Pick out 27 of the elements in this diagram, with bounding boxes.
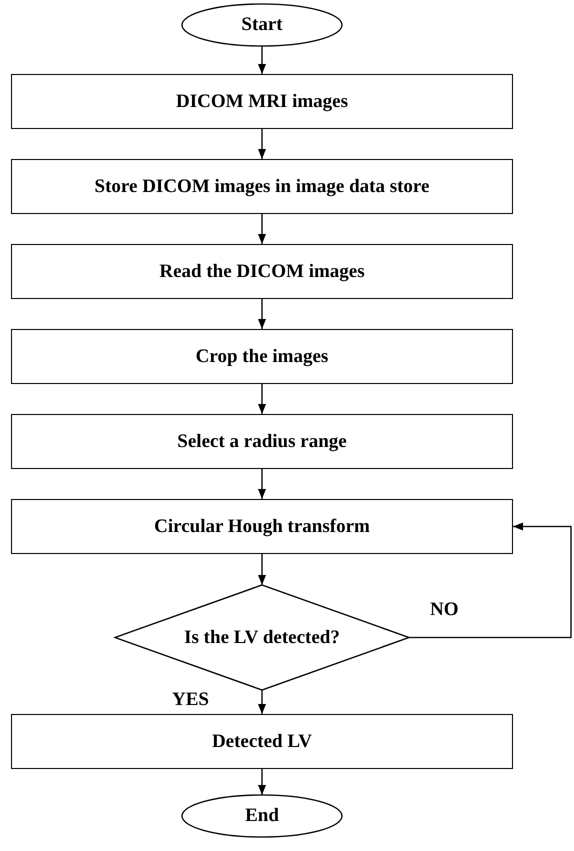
node-label: End xyxy=(245,804,279,828)
node-label: DICOM MRI images xyxy=(176,90,348,114)
arrow xyxy=(258,214,266,244)
node-label: Select a radius range xyxy=(177,430,347,454)
process-box xyxy=(11,244,513,299)
process-box xyxy=(11,714,513,769)
process-box xyxy=(11,499,513,554)
node-label: Crop the images xyxy=(196,344,328,368)
arrow xyxy=(258,46,266,74)
node-label: Read the DICOM images xyxy=(159,260,365,284)
node-label: Circular Hough transform xyxy=(154,514,370,538)
process-box xyxy=(11,414,513,469)
process-box xyxy=(11,74,513,129)
node-label: Is the LV detected? xyxy=(184,626,340,650)
arrow xyxy=(258,299,266,329)
arrow xyxy=(258,769,266,795)
arrow xyxy=(258,690,266,714)
process-box xyxy=(11,329,513,384)
node-label: Start xyxy=(241,13,283,37)
node-label: Store DICOM images in image data store xyxy=(94,174,430,198)
arrow xyxy=(258,129,266,159)
arrow xyxy=(409,522,572,638)
arrow xyxy=(258,384,266,414)
process-box xyxy=(11,159,513,214)
node-label: Detected LV xyxy=(212,730,312,754)
arrow xyxy=(258,469,266,499)
arrow xyxy=(258,554,266,585)
